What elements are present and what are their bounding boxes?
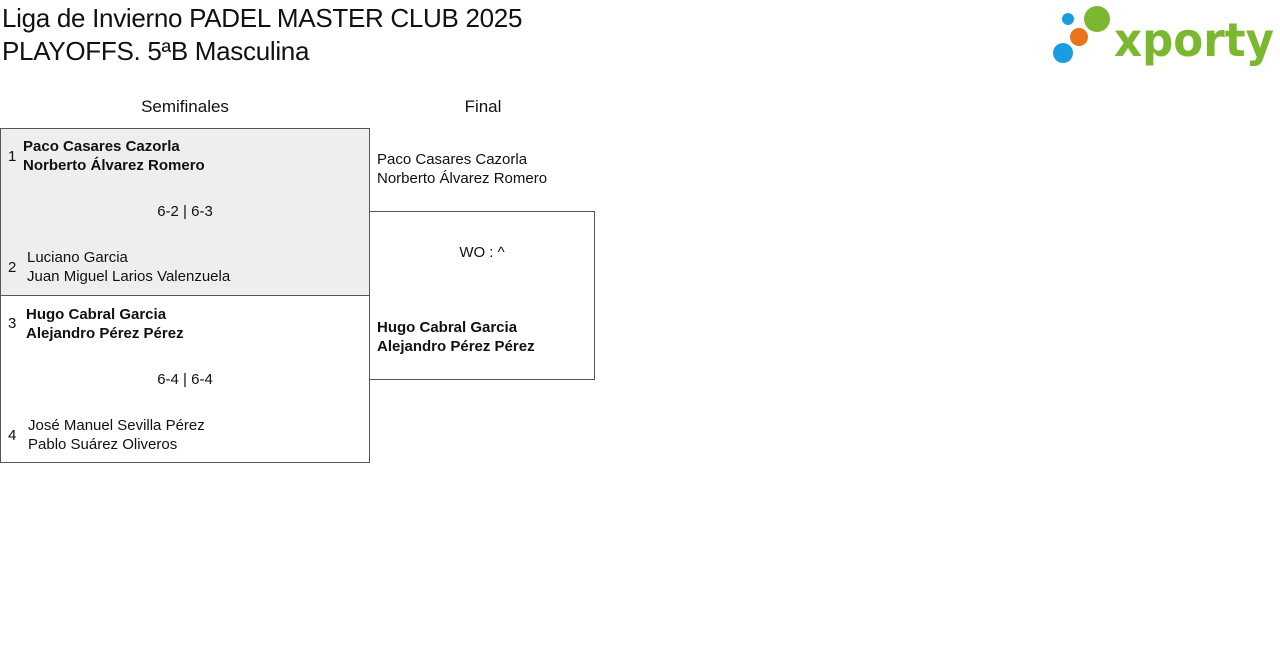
- semifinal-match-2: 3 Hugo Cabral Garcia Alejandro Pérez Pér…: [0, 295, 370, 463]
- logo-dot-blue-small: [1062, 13, 1074, 25]
- final-team-top: Paco Casares Cazorla Norberto Álvarez Ro…: [377, 150, 547, 188]
- title-line-2: PLAYOFFS. 5ªB Masculina: [2, 36, 310, 66]
- final-team-bottom-winner: Hugo Cabral Garcia Alejandro Pérez Pérez: [377, 318, 535, 356]
- team-entry: Luciano Garcia Juan Miguel Larios Valenz…: [27, 248, 230, 286]
- match-score: 6-4 | 6-4: [157, 371, 213, 388]
- player-name: Luciano Garcia: [27, 249, 128, 266]
- player-name: Alejandro Pérez Pérez: [26, 325, 184, 342]
- player-name: Alejandro Pérez Pérez: [377, 338, 535, 355]
- team-entry-winner: Hugo Cabral Garcia Alejandro Pérez Pérez: [26, 305, 184, 343]
- player-name: Norberto Álvarez Romero: [377, 170, 548, 187]
- logo-text: xporty: [1114, 13, 1274, 66]
- logo-dot-green: [1084, 6, 1110, 32]
- title-line-1: Liga de Invierno PADEL MASTER CLUB 2025: [2, 3, 523, 33]
- page-title: Liga de Invierno PADEL MASTER CLUB 2025 …: [2, 2, 522, 68]
- seed-number: 1: [8, 148, 17, 165]
- team-entry-winner: Paco Casares Cazorla Norberto Álvarez Ro…: [23, 137, 205, 175]
- seed-number: 3: [8, 315, 17, 332]
- logo-dot-orange: [1070, 28, 1088, 46]
- final-score: WO : ^: [459, 244, 505, 261]
- player-name: Hugo Cabral Garcia: [26, 306, 167, 323]
- player-name: Hugo Cabral Garcia: [377, 319, 518, 336]
- player-name: Pablo Suárez Oliveros: [28, 436, 178, 453]
- final-match-box: [369, 211, 595, 380]
- round-label-final: Final: [464, 97, 502, 116]
- logo-dot-blue-large: [1053, 43, 1073, 63]
- player-name: Paco Casares Cazorla: [23, 138, 180, 155]
- semifinal-match-1: 1 Paco Casares Cazorla Norberto Álvarez …: [0, 128, 370, 296]
- player-name: Paco Casares Cazorla: [377, 151, 528, 168]
- match-score: 6-2 | 6-3: [157, 203, 213, 220]
- round-label-semifinals: Semifinales: [141, 97, 229, 116]
- xporty-logo: xporty: [1053, 6, 1274, 66]
- team-entry: José Manuel Sevilla Pérez Pablo Suárez O…: [28, 416, 205, 454]
- player-name: Norberto Álvarez Romero: [23, 157, 205, 174]
- player-name: José Manuel Sevilla Pérez: [28, 417, 205, 434]
- player-name: Juan Miguel Larios Valenzuela: [27, 268, 231, 285]
- seed-number: 4: [8, 427, 17, 444]
- seed-number: 2: [8, 259, 17, 276]
